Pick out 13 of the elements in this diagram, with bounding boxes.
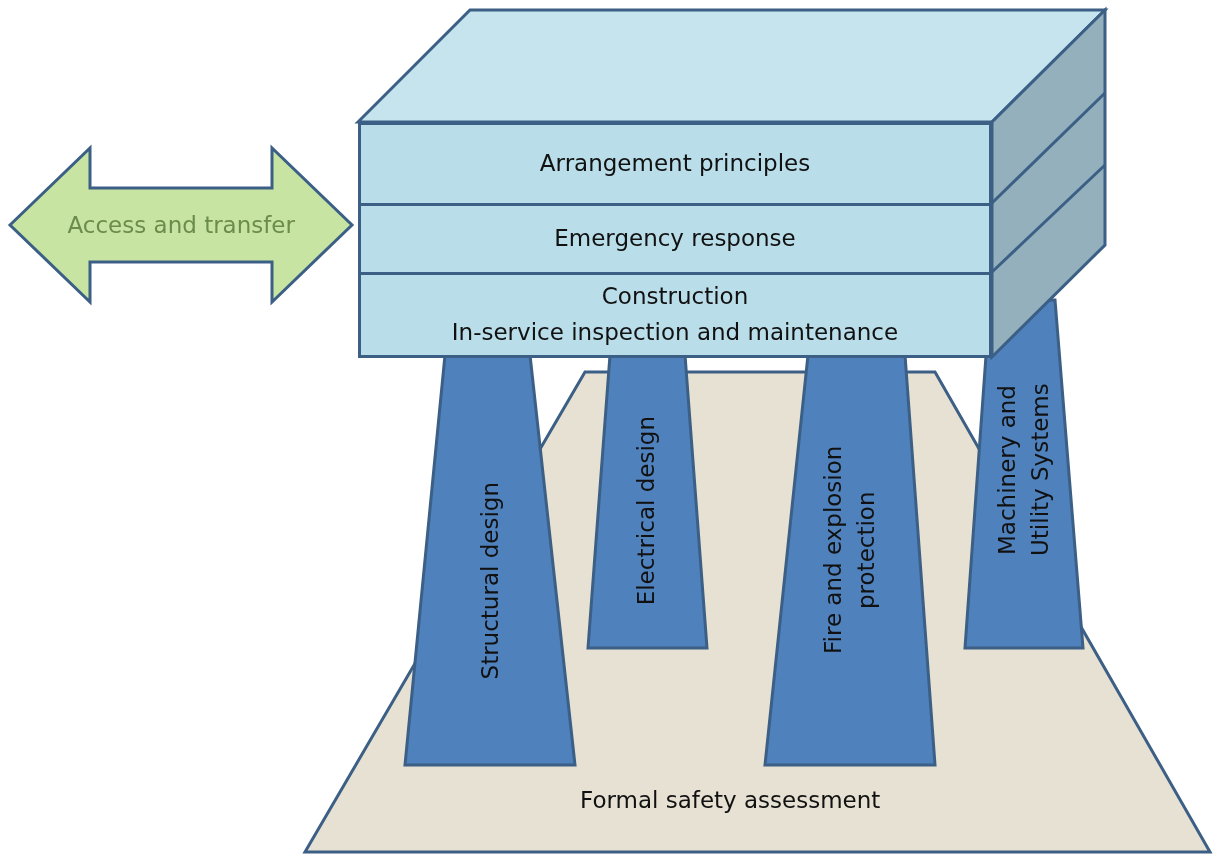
arrow-label: Access and transfer [67,210,295,240]
layer-band [358,272,992,358]
pillar-label: Machinery and Utility Systems [992,382,1054,559]
platform-label: Formal safety assessment [580,785,881,815]
layer-label: Arrangement principles [539,149,811,179]
layer-band [358,122,992,206]
pillar-label: Structural design [475,481,504,679]
pillar-label: Fire and explosion protection [818,444,880,657]
layer-label: Construction [601,282,749,312]
pillar-label: Electrical design [631,415,660,605]
layer-label: Emergency response [554,224,796,254]
layer-label: In-service inspection and maintenance [451,318,899,347]
layer-band [358,203,992,275]
